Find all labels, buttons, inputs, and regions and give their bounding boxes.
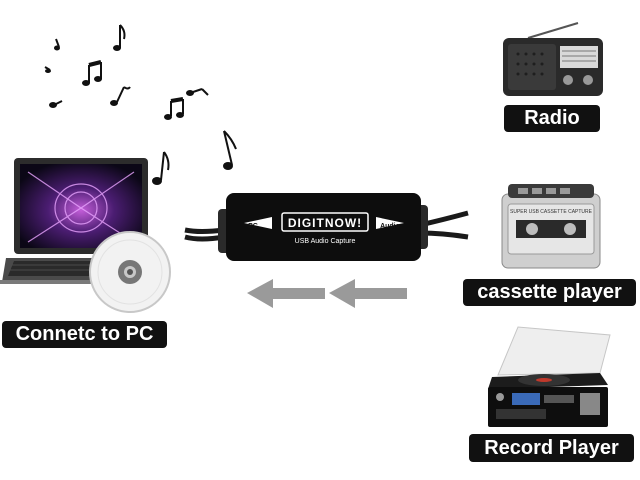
port-left-label: PC [248,223,258,230]
record-player-icon [488,326,611,427]
music-note-icon [164,97,184,120]
music-note-icon [110,86,131,106]
music-note-icon [49,100,63,108]
arrow-left-icon [247,279,325,308]
music-note-icon [223,130,237,170]
cd-disc-icon [89,231,171,313]
music-note-icon [152,151,170,185]
direction-arrows [247,279,407,308]
radio-label: Radio [504,105,600,132]
port-right-label: Audio [380,223,400,230]
music-note-icon [82,60,102,86]
cassette-label: SUPER USB CASSETTE CAPTURE [510,209,593,215]
device-subtitle: USB Audio Capture [295,238,356,245]
cassette-player-icon: SUPER USB CASSETTE CAPTURE [501,184,601,269]
port-left-marker [244,217,272,229]
cassette-player-label: cassette player [463,279,636,306]
port-right-marker [376,217,404,229]
usb-audio-capture-device: DIGITNOW! PC Audio USB Audio Capture [184,193,469,261]
music-note-icon [186,88,209,96]
arrow-left-icon [329,279,407,308]
music-note-icon [54,38,60,51]
laptop-icon [0,158,156,284]
device-brand: DIGITNOW! [288,216,362,230]
music-note-icon [113,24,126,51]
music-note-icon [44,66,51,73]
record-player-label: Record Player [469,434,634,462]
connect-to-pc-label: Connetc to PC [2,321,167,348]
music-notes [44,24,237,185]
radio-icon [503,22,603,96]
